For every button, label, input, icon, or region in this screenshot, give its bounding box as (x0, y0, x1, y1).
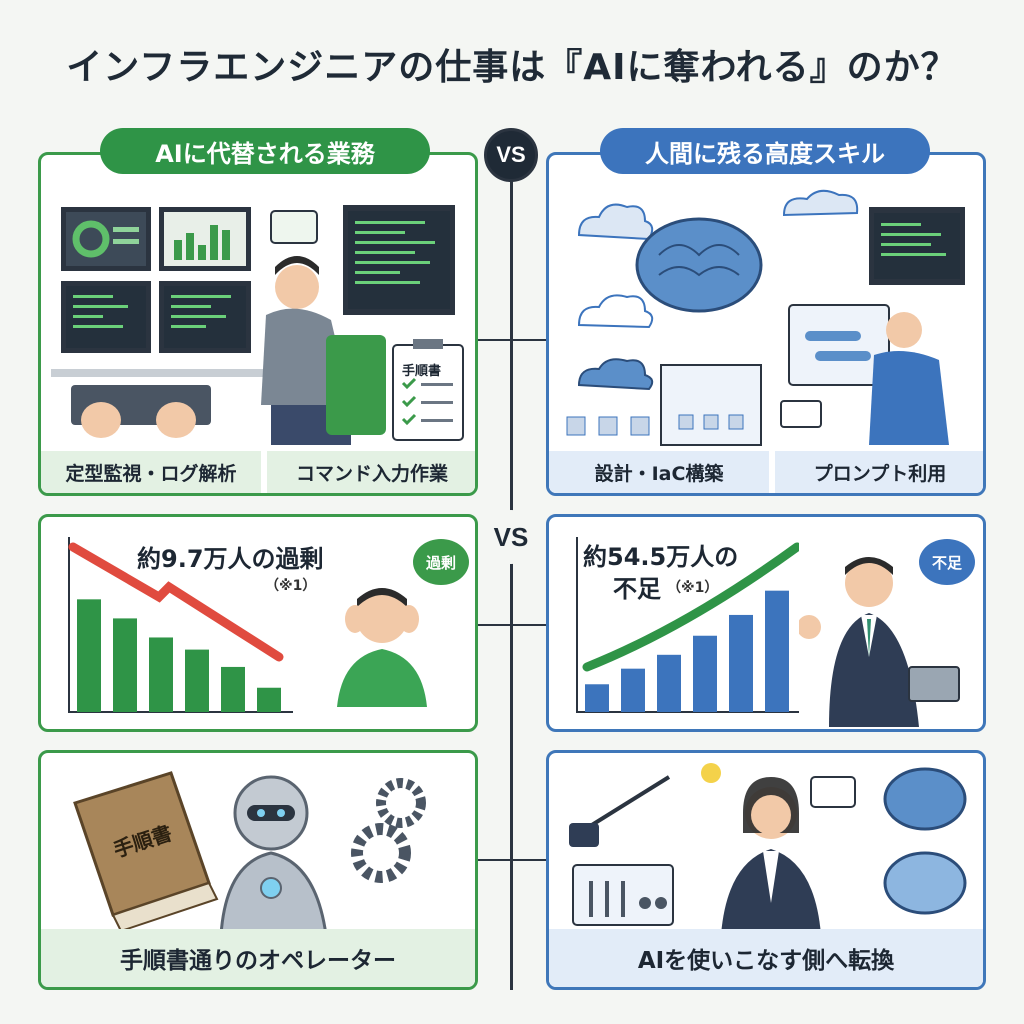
task-label-monitoring: 定型監視・ログ解析 (41, 451, 261, 493)
skill-label-prompt: プロンプト利用 (775, 451, 983, 493)
clipboard-label: 手順書 (402, 363, 441, 379)
surplus-bar (221, 666, 245, 712)
shortage-bar-chart (576, 537, 799, 713)
task-label-command: コマンド入力作業 (267, 451, 475, 493)
skill-label-design: 設計・IaC構築 (549, 451, 769, 493)
right-shortage-panel: 約54.5万人の 不足 （※1） 不足 (546, 514, 986, 732)
worried-person-illustration (337, 588, 427, 707)
left-surplus-panel: 約9.7万人の過剰 （※1） 過剰 (38, 514, 478, 732)
robot-manual-illustration: 手順書 (73, 771, 426, 935)
right-section-header: 人間に残る高度スキル (600, 128, 930, 174)
shortage-note: （※1） (667, 580, 719, 596)
vs-badge-top: VS (484, 128, 538, 182)
shortage-bar (657, 654, 681, 712)
shortage-stat: 約54.5万人の (583, 543, 739, 571)
shortage-badge: 不足 (919, 539, 975, 585)
center-divider (510, 150, 513, 990)
surplus-bar (149, 637, 173, 712)
surplus-note: （※1） (265, 578, 317, 594)
page-title: インフラエンジニアの仕事は『AIに奪われる』のか？ (66, 47, 958, 88)
shortage-bar (621, 668, 645, 712)
left-operator-panel: 手順書 手順書通りのオペレーター (38, 750, 478, 990)
vs-badge-middle: VS (484, 510, 538, 564)
shortage-bar (765, 590, 789, 712)
operator-label: 手順書通りのオペレーター (41, 929, 475, 987)
surplus-bar (77, 599, 101, 712)
shortage-axis (576, 537, 799, 713)
surplus-stat: 約9.7万人の過剰 (137, 545, 324, 573)
right-skills-panel: 設計・IaC構築 プロンプト利用 (546, 152, 986, 496)
shortage-bar (585, 684, 609, 712)
surplus-bar (257, 687, 281, 712)
surplus-trend-arrow (68, 542, 284, 662)
surplus-axis (68, 537, 293, 713)
left-section-header: AIに代替される業務 (100, 128, 430, 174)
left-tasks-panel: 手順書 定型監視・ログ解析 コマンド入力作業 (38, 152, 478, 496)
shortage-stat-line2: 不足 (613, 575, 661, 603)
shortage-trend-arrow (582, 542, 799, 672)
confident-person-illustration (799, 557, 960, 727)
right-ai-user-panel: AIを使いこなす側へ転換 (546, 750, 986, 990)
surplus-bar (185, 649, 209, 712)
ai-user-label: AIを使いこなす側へ転換 (549, 929, 983, 987)
monitoring-illustration: 手順書 (51, 205, 464, 445)
surplus-bar-chart (68, 537, 293, 713)
surplus-bar (113, 618, 137, 712)
shortage-bar (693, 635, 717, 712)
design-illustration (566, 189, 965, 446)
shortage-bar (729, 614, 753, 712)
surplus-badge: 過剰 (413, 539, 469, 585)
ai-user-illustration (569, 763, 967, 935)
